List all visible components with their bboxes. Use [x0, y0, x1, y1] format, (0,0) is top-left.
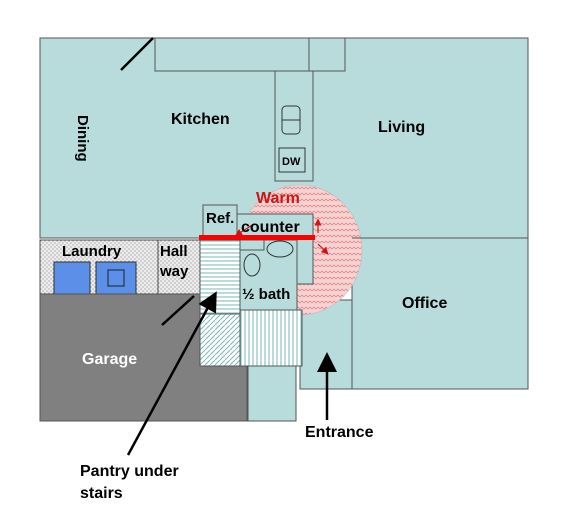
hall-door-line: [161, 295, 195, 326]
living-label: Living: [378, 119, 425, 136]
counter-bar: [199, 235, 315, 240]
stairs-lower: [239, 309, 303, 367]
kitchen-label: Kitchen: [171, 111, 230, 128]
dryer-icon: [95, 261, 137, 295]
counter-label: counter: [241, 219, 300, 236]
sink-icon: [266, 240, 294, 258]
ref-label: Ref.: [206, 210, 234, 227]
pantry-arrow-icon: [126, 291, 217, 456]
washer-icon: [53, 261, 91, 295]
garage-label: Garage: [82, 351, 137, 368]
door-line: [120, 37, 154, 71]
half-bath-label: ½ bath: [242, 286, 290, 303]
hallway-label-line1: Hall: [160, 243, 188, 260]
laundry-label: Laundry: [62, 243, 122, 260]
dishwasher: [278, 147, 306, 173]
stairs: [199, 239, 241, 315]
office-label: Office: [402, 295, 447, 312]
pantry-label-line2: stairs: [80, 485, 123, 502]
hallway: [157, 239, 201, 295]
stairs-landing: [199, 313, 241, 367]
refrigerator: [202, 204, 238, 241]
toilet-icon: [243, 253, 261, 277]
warm-counter: [236, 213, 314, 239]
hallway-label-line2: way: [159, 263, 189, 280]
pantry-label-line1: Pantry under: [80, 463, 179, 480]
dining-label: Dining: [74, 115, 91, 162]
dishwasher-label: DW: [282, 156, 301, 168]
warm-label: Warm: [256, 190, 300, 207]
entrance-label: Entrance: [305, 424, 374, 441]
